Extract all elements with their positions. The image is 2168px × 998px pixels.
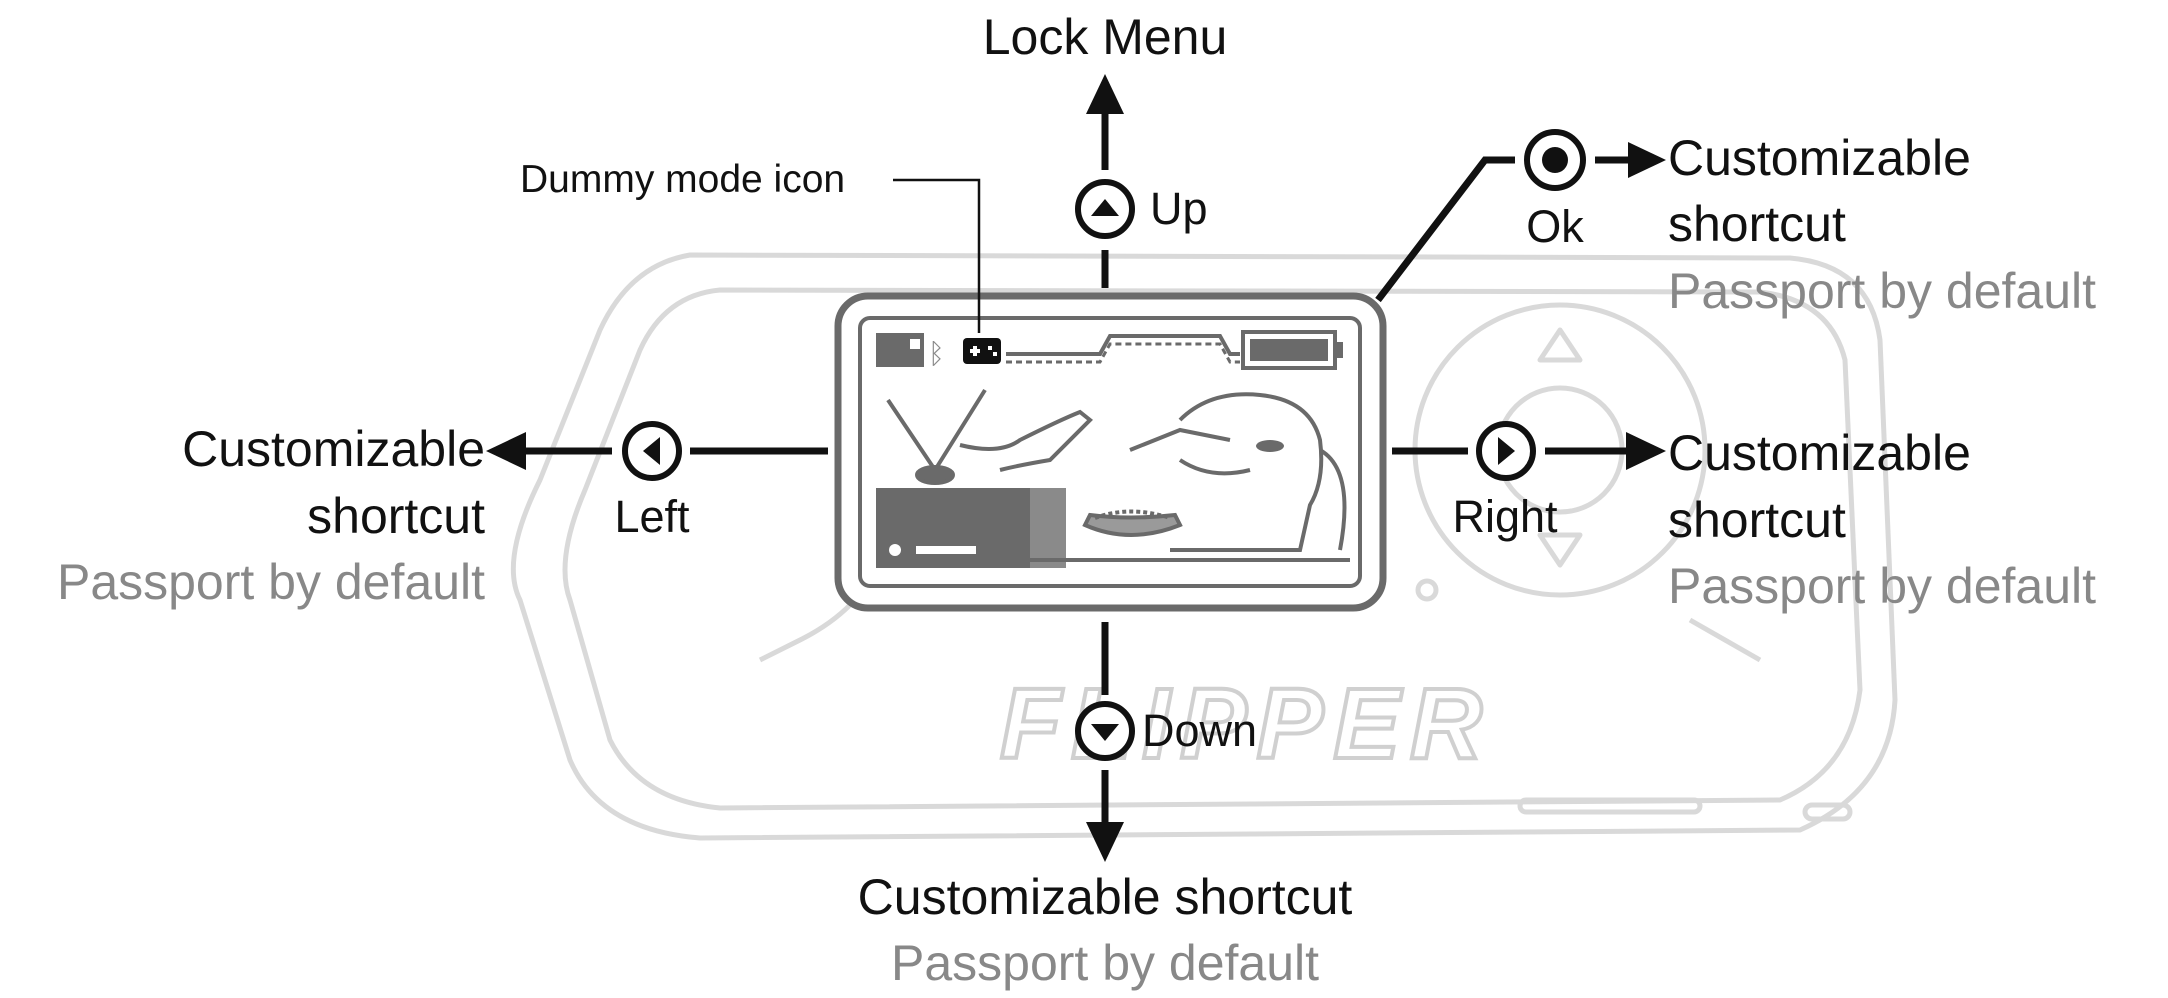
down-shortcut-default: Passport by default xyxy=(890,935,1320,991)
right-button-icon xyxy=(1476,421,1536,481)
down-shortcut-line1: Customizable shortcut xyxy=(857,869,1353,925)
bluetooth-icon: ᛒ xyxy=(928,337,945,370)
connector-lines xyxy=(522,112,1635,828)
arrow-right-head xyxy=(1626,432,1666,470)
dolphin-scene xyxy=(876,388,1350,568)
right-shortcut-line2: shortcut xyxy=(1668,492,1846,548)
status-bar: ᛒ xyxy=(876,330,1343,370)
down-label: Down xyxy=(1142,705,1258,756)
left-shortcut-line2: shortcut xyxy=(307,488,485,544)
left-button-icon xyxy=(622,421,682,481)
dummy-mode-callout-line xyxy=(893,178,981,333)
battery-icon xyxy=(1241,330,1343,370)
up-button-icon xyxy=(1075,179,1135,239)
left-shortcut-default: Passport by default xyxy=(56,554,485,610)
device-outline xyxy=(510,252,1898,841)
dummy-mode-icon-label: Dummy mode icon xyxy=(520,158,846,201)
left-label: Left xyxy=(614,491,690,542)
sd-card-icon xyxy=(876,333,924,367)
arrow-up-head xyxy=(1086,74,1124,114)
ok-button-icon xyxy=(1524,129,1586,191)
arrowheads xyxy=(486,74,1666,862)
down-button-icon xyxy=(1075,701,1135,761)
right-label: Right xyxy=(1452,491,1558,542)
ok-shortcut-line1: Customizable xyxy=(1668,130,1971,186)
arrow-down-head xyxy=(1086,822,1124,862)
ok-label: Ok xyxy=(1526,201,1584,252)
ok-shortcut-line2: shortcut xyxy=(1668,196,1846,252)
left-shortcut-line1: Customizable xyxy=(182,421,485,477)
right-shortcut-line1: Customizable xyxy=(1668,425,1971,481)
gamepad-dummy-icon xyxy=(963,338,1001,364)
up-label: Up xyxy=(1150,183,1208,234)
arrow-left-head xyxy=(486,432,526,470)
ok-shortcut-default: Passport by default xyxy=(1668,263,2097,319)
arrow-ok-head xyxy=(1628,142,1666,178)
right-shortcut-default: Passport by default xyxy=(1668,558,2097,614)
lock-menu-label: Lock Menu xyxy=(982,9,1228,65)
